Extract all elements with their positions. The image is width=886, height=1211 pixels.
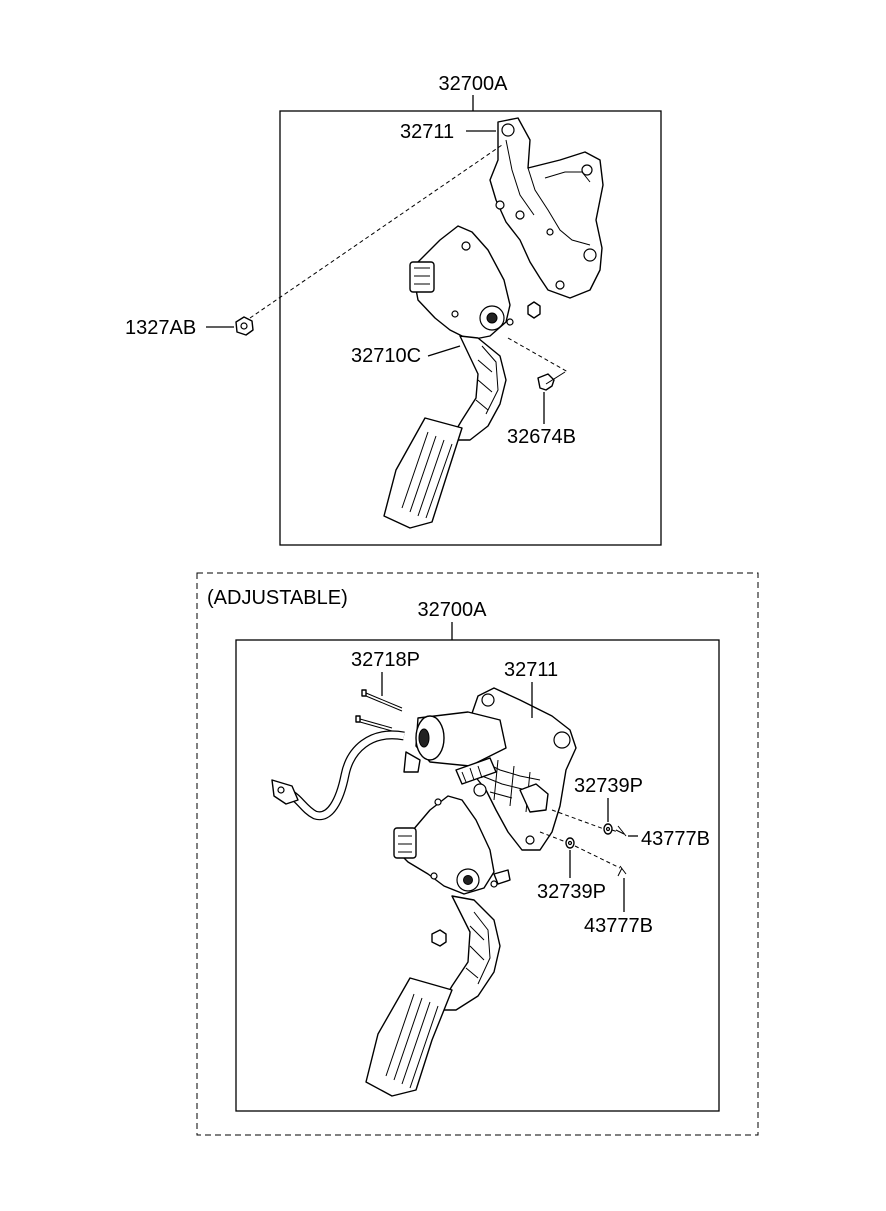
adjustable-washer-upper-drawing <box>603 823 613 835</box>
upper-bolt-drawing <box>537 371 566 391</box>
adjustable-pin-upper-drawing <box>615 825 627 837</box>
adjustable-section-title[interactable]: (ADJUSTABLE) <box>207 587 348 609</box>
adjustable-washer-lower-label[interactable]: 32739P <box>537 881 606 903</box>
upper-assembly: 32700A 32711 1327AB <box>125 73 662 546</box>
adjustable-pedal-drawing <box>365 795 511 1097</box>
adjustable-assembly-label[interactable]: 32700A <box>418 599 488 621</box>
adjustable-pin-lower-drawing <box>617 865 627 877</box>
adjustable-bracket-drawing <box>403 687 577 851</box>
upper-pedal-label[interactable]: 32710C <box>351 345 421 367</box>
adjustable-pin-upper-label[interactable]: 43777B <box>641 828 710 850</box>
adjustable-bracket-label[interactable]: 32711 <box>504 659 558 681</box>
adjustable-assembly: (ADJUSTABLE) 32700A 32718P <box>196 572 759 1136</box>
upper-assembly-label[interactable]: 32700A <box>439 73 509 95</box>
adjustable-section-frame <box>196 572 759 1136</box>
adjustable-bolt-label[interactable]: 32718P <box>351 649 420 671</box>
adjustable-washer-upper-label[interactable]: 32739P <box>574 775 643 797</box>
upper-bolt-label[interactable]: 32674B <box>507 426 576 448</box>
adjustable-bolts-drawing <box>355 689 403 732</box>
upper-nut-label[interactable]: 1327AB <box>125 317 196 339</box>
adjustable-assembly-frame <box>235 639 720 1112</box>
upper-pedal-drawing <box>383 225 541 529</box>
adjustable-washer-lower-drawing <box>565 837 575 849</box>
adjustable-pin-lower-label[interactable]: 43777B <box>584 915 653 937</box>
upper-assembly-frame <box>279 110 662 546</box>
upper-bracket-drawing <box>489 117 604 299</box>
adjustable-cable-drawing <box>271 730 405 821</box>
upper-bracket-label[interactable]: 32711 <box>400 121 454 143</box>
